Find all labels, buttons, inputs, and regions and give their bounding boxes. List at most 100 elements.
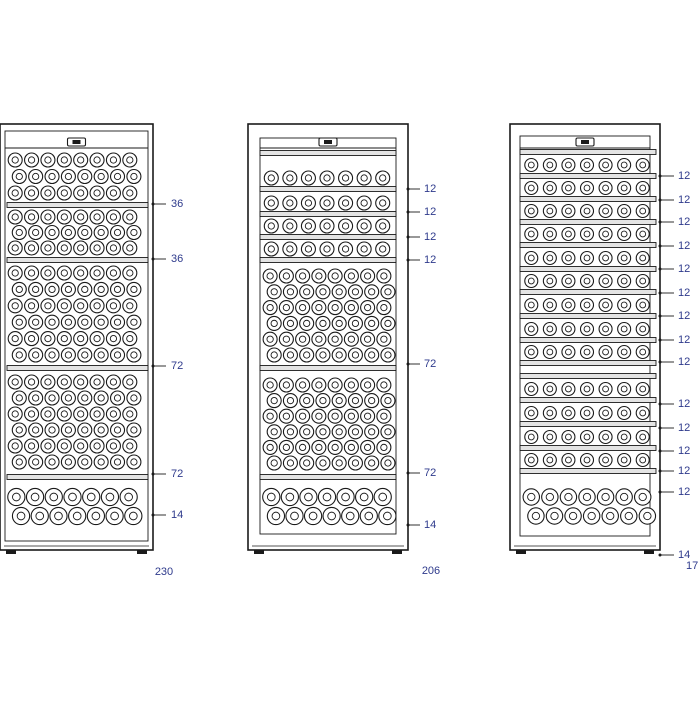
bottle-neck xyxy=(44,378,52,386)
bottle xyxy=(598,405,613,421)
bottle-neck xyxy=(130,318,138,326)
bottle xyxy=(11,422,27,438)
bottle xyxy=(262,331,278,347)
capacity-label: 12 xyxy=(424,206,436,218)
bottle xyxy=(11,390,27,406)
bottle xyxy=(122,406,138,422)
cabinet-total-label: 206 xyxy=(422,565,440,577)
bottle-neck xyxy=(27,269,36,277)
bottle xyxy=(561,250,576,266)
bottle-neck xyxy=(315,304,323,312)
bottle xyxy=(93,314,109,330)
bottle-neck xyxy=(64,228,73,237)
bottle xyxy=(311,331,327,347)
bottle xyxy=(343,408,359,424)
bottle xyxy=(373,487,392,507)
bottle xyxy=(635,157,650,173)
leader-dot xyxy=(151,257,155,261)
bottle xyxy=(266,347,282,363)
bottle xyxy=(315,347,331,363)
bottle-neck xyxy=(48,228,56,237)
bottle-neck xyxy=(109,442,118,450)
bottle xyxy=(122,331,138,347)
leader-dot xyxy=(658,174,662,178)
bottle-neck xyxy=(351,459,360,467)
bottle-neck xyxy=(380,272,388,280)
bottle-neck xyxy=(582,492,592,502)
bottle xyxy=(24,240,40,256)
bottle xyxy=(262,408,278,424)
bottle xyxy=(347,455,363,471)
bottle-neck xyxy=(602,254,609,262)
bottle xyxy=(44,347,60,363)
bottle xyxy=(40,406,56,422)
bottle-neck xyxy=(105,492,115,502)
bottle-neck xyxy=(286,319,295,328)
bottle-neck xyxy=(364,335,372,343)
bottle-neck xyxy=(380,304,388,312)
bottle xyxy=(24,265,40,281)
bottle xyxy=(579,157,595,173)
bottle xyxy=(545,507,564,525)
bottle-neck xyxy=(378,492,388,502)
bottle xyxy=(598,157,613,173)
bottle-neck xyxy=(77,335,85,343)
bottle-neck xyxy=(130,172,138,181)
bottle xyxy=(266,455,282,471)
bottle xyxy=(315,393,331,409)
bottle xyxy=(24,298,40,314)
bottle xyxy=(100,487,120,507)
bottle xyxy=(89,240,105,256)
bottle xyxy=(266,393,282,409)
bottle xyxy=(7,406,23,422)
bottle-neck xyxy=(299,304,307,312)
bottle xyxy=(354,487,374,507)
bottle-neck xyxy=(527,385,535,393)
bottle xyxy=(60,168,76,185)
capacity-label: 72 xyxy=(171,468,183,480)
bottle-neck xyxy=(384,351,392,359)
bottle-neck xyxy=(565,325,572,333)
bottle xyxy=(380,315,396,331)
bottle-neck xyxy=(11,410,19,418)
bottle-neck xyxy=(565,348,572,356)
bottle-neck xyxy=(113,426,122,434)
bottle-neck xyxy=(643,511,652,521)
bottle xyxy=(317,487,337,507)
bottle xyxy=(124,506,143,526)
bottle xyxy=(109,347,126,363)
bottle-neck xyxy=(126,302,134,310)
bottle xyxy=(282,195,298,211)
bottle-neck xyxy=(331,412,339,420)
bottle xyxy=(126,422,142,438)
bottle-neck xyxy=(11,378,19,386)
bottle-neck xyxy=(602,433,609,441)
bottle xyxy=(282,455,298,471)
bottle-neck xyxy=(546,385,554,393)
leader-dot xyxy=(658,490,662,494)
leader-dot xyxy=(658,220,662,224)
bottle-neck xyxy=(126,335,134,343)
bottle-neck xyxy=(379,174,387,182)
bottle xyxy=(122,209,138,225)
bottle-neck xyxy=(380,443,388,452)
bottle xyxy=(343,331,359,347)
bottle-neck xyxy=(270,288,278,296)
bottle xyxy=(40,298,56,314)
bottle-neck xyxy=(368,428,376,436)
bottle-neck xyxy=(565,433,572,441)
bottle xyxy=(524,157,539,173)
bottle xyxy=(635,321,650,337)
bottle xyxy=(561,381,576,397)
bottle-neck xyxy=(93,189,101,197)
bottle-neck xyxy=(379,222,387,230)
bottle xyxy=(105,265,121,281)
bottle-neck xyxy=(27,302,36,310)
bottle xyxy=(119,487,138,507)
bottle-neck xyxy=(44,189,52,197)
shelf xyxy=(6,474,149,480)
bottle xyxy=(126,224,142,241)
bottle-neck xyxy=(319,397,327,405)
bottle xyxy=(11,506,31,526)
